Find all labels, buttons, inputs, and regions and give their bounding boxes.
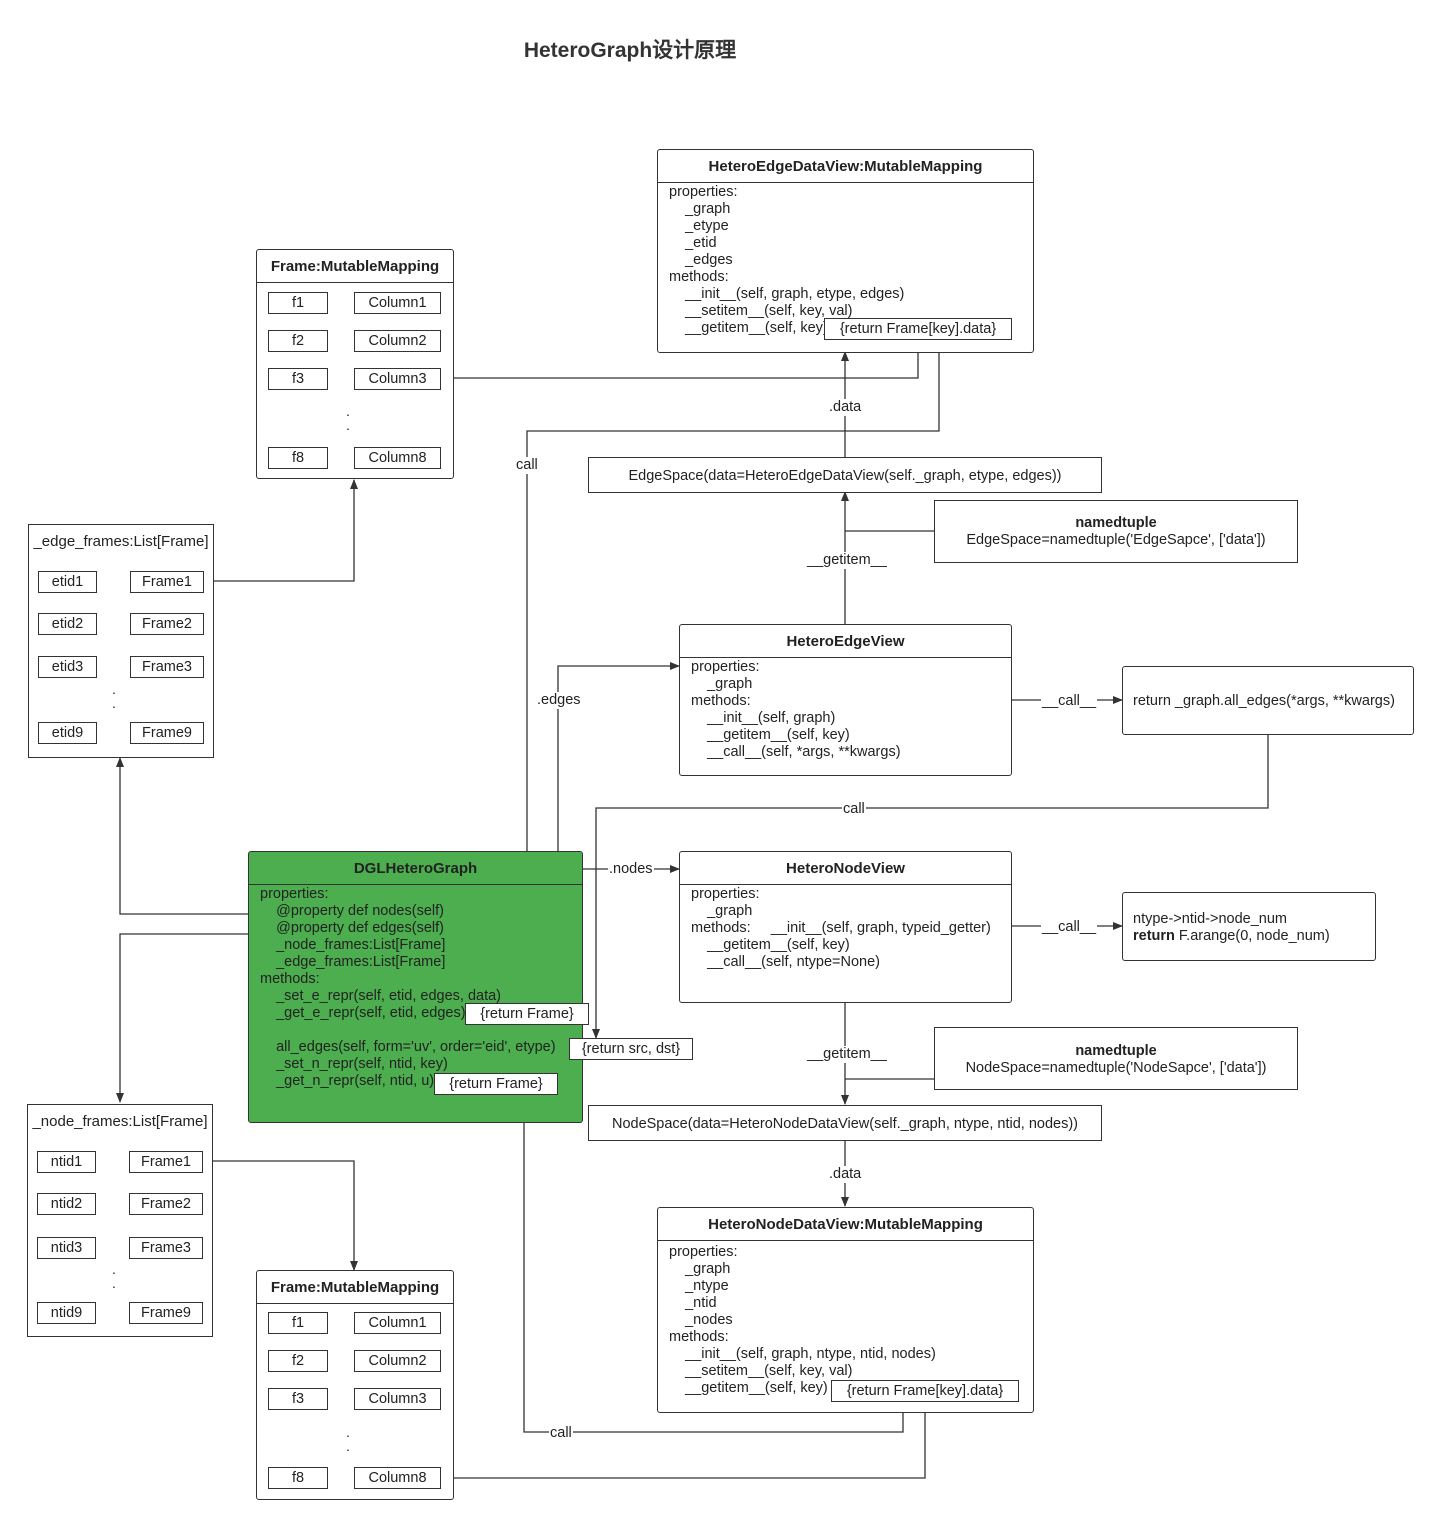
ellipsis-dots: .. [112,1261,116,1291]
hetero-node-data-view: HeteroNodeDataView:MutableMapping proper… [657,1207,1034,1413]
namedtuple-text: EdgeSpace=namedtuple('EdgeSapce', ['data… [966,532,1266,548]
node-frame9: Frame9 [129,1302,203,1324]
column2: Column2 [354,330,441,352]
dgl-to-node-frames-arrow [116,933,248,1103]
dgl-to-edge-frames-arrow [116,757,248,915]
column8: Column8 [354,1467,441,1489]
frame-title: Frame:MutableMapping [257,250,453,283]
frame-mutable-mapping-top: Frame:MutableMapping [256,249,454,479]
node-namedtuple-box: namedtuple NodeSpace=namedtuple('NodeSap… [934,1027,1298,1090]
edge-data-view-call-arrow [523,340,940,1004]
hetero-edge-view: HeteroEdgeView properties: _graph method… [679,624,1012,776]
node-frame3: Frame3 [129,1237,203,1259]
key-ntid1: ntid1 [37,1151,96,1173]
class-title: HeteroEdgeDataView:MutableMapping [658,150,1033,183]
key-etid2: etid2 [38,613,97,635]
edge-frame3: Frame3 [130,656,204,678]
return-data-to-column8-arrow [440,1402,926,1482]
return-frame-nodes-label: {return Frame} [434,1073,558,1095]
return-frame-data-label: {return Frame[key].data} [824,318,1012,340]
edge-label-getitem: __getitem__ [806,1046,888,1063]
node-data-view-call-arrow [520,1094,904,1433]
node-frame1-to-frame-arrow [203,1160,358,1271]
key-etid1: etid1 [38,571,97,593]
return-src-dst-label: {return src, dst} [569,1038,693,1060]
class-body: properties: @property def nodes(self) @p… [260,886,556,1089]
column2: Column2 [354,1350,441,1372]
edge-frames-title: _edge_frames:List[Frame] [33,533,209,550]
edge-frame9: Frame9 [130,722,204,744]
node-frames-title: _node_frames:List[Frame] [32,1113,208,1130]
class-body: properties: _graph methods: __init__(sel… [691,659,901,760]
key-f2: f2 [268,330,328,352]
column3: Column3 [354,1388,441,1410]
key-f8: f8 [268,1467,328,1489]
class-body: properties: _graph _ntype _ntid _nodes m… [669,1244,936,1396]
key-f1: f1 [268,1312,328,1334]
class-body: properties: _graph _etype _etid _edges m… [669,184,905,336]
node-num-line1: ntype->ntid->node_num [1133,911,1287,927]
dgl-edges-to-edge-view-arrow [557,662,680,851]
edge-namedtuple-box: namedtuple EdgeSpace=namedtuple('EdgeSap… [934,500,1298,563]
key-f3: f3 [268,368,328,390]
edge-label-data: .data [828,399,863,416]
ellipsis-dots: .. [112,681,116,711]
key-ntid3: ntid3 [37,1237,96,1259]
ellipsis-dots: .. [346,403,350,433]
hetero-node-view: HeteroNodeView properties: _graph method… [679,851,1012,1003]
return-frame-edges-label: {return Frame} [465,1003,589,1025]
edge-label-nodes: .nodes [608,861,654,878]
diagram-title: HeteroGraph设计原理 [523,39,737,62]
edge-frame2: Frame2 [130,613,204,635]
node-frames-list: _node_frames:List[Frame] [27,1104,213,1337]
key-f8: f8 [268,447,328,469]
edge-frame1-to-frame-arrow [204,479,358,582]
edge-frame1: Frame1 [130,571,204,593]
class-title: DGLHeteroGraph [249,852,582,885]
return-keyword: return [1133,928,1175,944]
edge-label-getitem: __getitem__ [806,552,888,569]
key-ntid9: ntid9 [37,1302,96,1324]
column8: Column8 [354,447,441,469]
key-f2: f2 [268,1350,328,1372]
column1: Column1 [354,292,441,314]
frame-title: Frame:MutableMapping [257,1271,453,1304]
class-title: HeteroNodeView [680,852,1011,885]
edge-label-call-method: __call__ [1041,693,1098,710]
node-frame2: Frame2 [129,1193,203,1215]
node-num-line2: F.arange(0, node_num) [1174,928,1330,944]
ellipsis-dots: .. [346,1424,350,1454]
column1: Column1 [354,1312,441,1334]
edge-label-data: .data [828,1166,863,1183]
key-etid9: etid9 [38,722,97,744]
edge-label-call: call [515,457,539,474]
key-f3: f3 [268,1388,328,1410]
class-title: HeteroEdgeView [680,625,1011,658]
frame-mutable-mapping-bottom: Frame:MutableMapping [256,1270,454,1500]
key-etid3: etid3 [38,656,97,678]
key-f1: f1 [268,292,328,314]
edge-label-call: call [842,801,866,818]
namedtuple-title: namedtuple [1075,1043,1157,1059]
edge-label-call-method: __call__ [1041,919,1098,936]
return-frame-data-label: {return Frame[key].data} [831,1380,1019,1402]
namedtuple-title: namedtuple [1075,515,1157,531]
edge-frames-list: _edge_frames:List[Frame] [28,524,214,758]
node-num-return-box: ntype->ntid->node_num return F.arange(0,… [1122,892,1376,961]
node-frame1: Frame1 [129,1151,203,1173]
key-ntid2: ntid2 [37,1193,96,1215]
class-body: properties: _graph methods: __init__(sel… [691,886,991,970]
edge-label-call: call [549,1425,573,1442]
all-edges-call-arrow [592,734,1269,1039]
edge-space-box: EdgeSpace(data=HeteroEdgeDataView(self._… [588,457,1102,493]
node-space-box: NodeSpace(data=HeteroNodeDataView(self._… [588,1105,1102,1141]
namedtuple-text: NodeSpace=namedtuple('NodeSapce', ['data… [965,1060,1267,1076]
column3: Column3 [354,368,441,390]
class-title: HeteroNodeDataView:MutableMapping [658,1208,1033,1241]
edge-label-edges: .edges [536,692,582,709]
edge-space-text: EdgeSpace(data=HeteroEdgeDataView(self._… [628,468,1062,484]
all-edges-return-box: return _graph.all_edges(*args, **kwargs) [1122,666,1414,735]
all-edges-return-text: return _graph.all_edges(*args, **kwargs) [1133,693,1395,709]
node-space-text: NodeSpace(data=HeteroNodeDataView(self._… [611,1116,1079,1132]
